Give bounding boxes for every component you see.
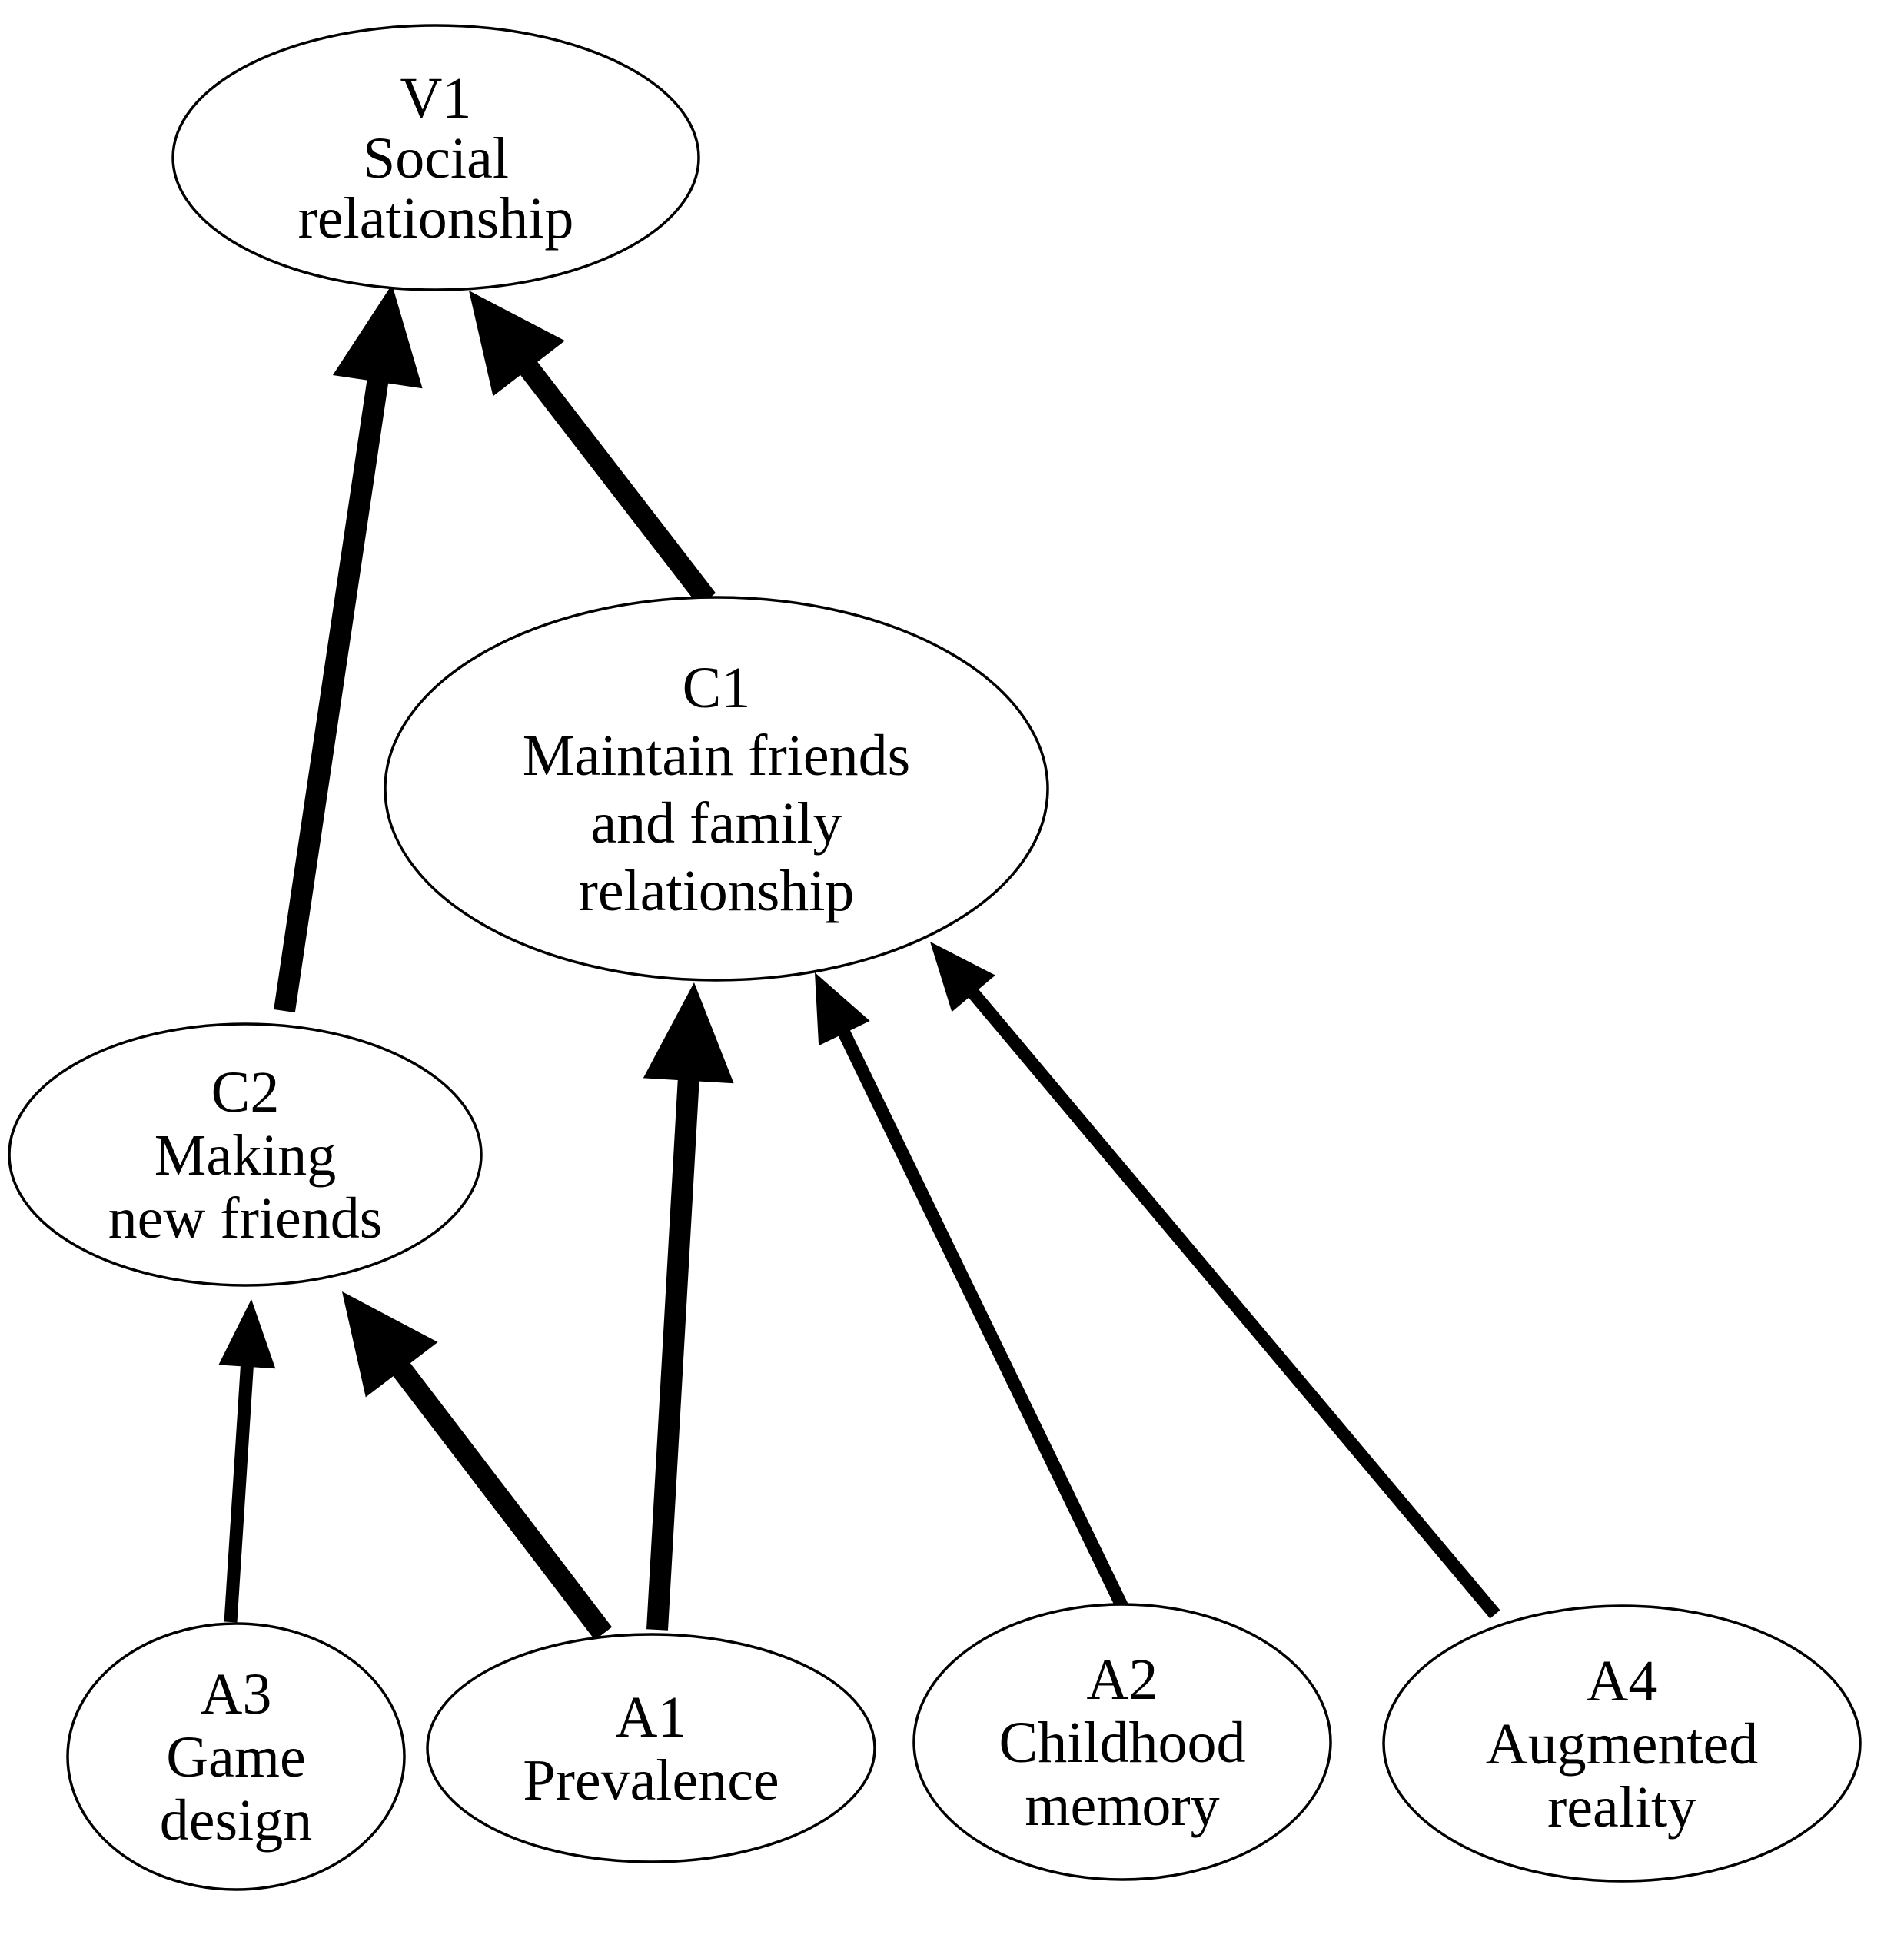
- edge-c1-to-v1: [469, 291, 716, 607]
- node-ellipse: [171, 24, 700, 291]
- node-label-line: new friends: [108, 1186, 383, 1251]
- node-ellipse: [66, 1622, 406, 1891]
- node-label-line: relationship: [579, 859, 855, 923]
- edge-a1-to-c1: [643, 982, 734, 1631]
- edge-c2-to-v1: [274, 284, 423, 1013]
- edge-line: [274, 377, 389, 1013]
- edge-line: [518, 359, 716, 607]
- node-label-line: and family: [590, 791, 842, 856]
- node-code-label: C1: [683, 656, 751, 720]
- node-ellipse: [8, 1022, 483, 1287]
- edge-line: [391, 1361, 613, 1640]
- node-label-line: Childhood: [999, 1710, 1246, 1775]
- node-label-line: relationship: [298, 186, 574, 251]
- node-code-label: A3: [201, 1662, 272, 1727]
- edge-line: [966, 986, 1500, 1619]
- node-code-label: A1: [616, 1685, 687, 1750]
- edges-layer: [218, 284, 1500, 1640]
- node-ellipse: [912, 1603, 1332, 1881]
- arrowhead-icon: [218, 1299, 276, 1369]
- node-ellipse: [1382, 1604, 1862, 1883]
- edge-a3-to-c2: [218, 1299, 276, 1623]
- node-label-line: reality: [1547, 1775, 1696, 1840]
- edge-a1-to-c2: [342, 1291, 613, 1640]
- edge-a4-to-c1: [930, 942, 1500, 1619]
- arrowhead-icon: [332, 284, 423, 389]
- node-label-line: Augmented: [1486, 1712, 1759, 1777]
- node-label-line: Maintain friends: [523, 723, 910, 788]
- node-ellipse: [426, 1633, 876, 1863]
- node-label-line: Social: [363, 126, 509, 191]
- node-code-label: C2: [211, 1060, 280, 1125]
- node-label-line: Prevalence: [523, 1748, 779, 1813]
- node-ellipse: [384, 596, 1049, 982]
- edge-line: [836, 1027, 1128, 1610]
- node-label-line: Making: [155, 1123, 336, 1188]
- arrowhead-icon: [643, 982, 734, 1084]
- arrowhead-icon: [815, 972, 870, 1046]
- node-code-label: V1: [400, 66, 472, 131]
- arrowhead-icon: [469, 291, 565, 397]
- edge-a2-to-c1: [815, 972, 1128, 1610]
- node-label-line: Game: [166, 1725, 305, 1790]
- edge-line: [646, 1077, 699, 1631]
- node-label-line: memory: [1025, 1773, 1219, 1838]
- node-code-label: A4: [1587, 1649, 1658, 1714]
- edge-line: [224, 1363, 254, 1623]
- arrowhead-icon: [342, 1291, 438, 1398]
- node-code-label: A2: [1087, 1647, 1158, 1712]
- arrowhead-icon: [930, 942, 995, 1012]
- node-label-line: design: [160, 1788, 312, 1853]
